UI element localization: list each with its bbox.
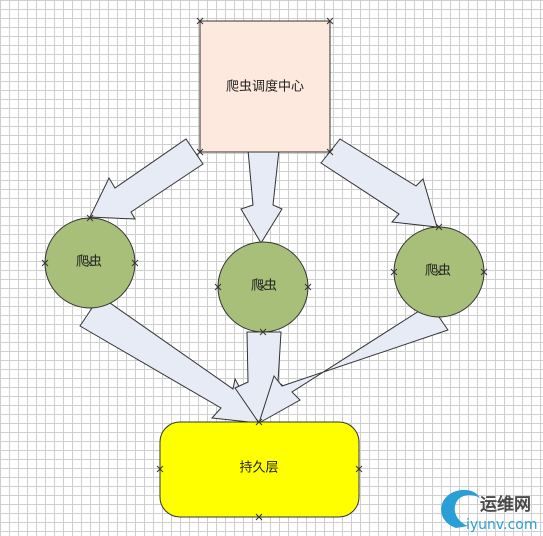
scheduler-label: 爬虫调度中心 (226, 79, 304, 95)
arrow-scheduler-to-crawler-right (320, 138, 438, 228)
arrow-scheduler-to-crawler-left (89, 138, 204, 220)
watermark-brand: 运维网 (480, 494, 531, 515)
scheduler-node[interactable] (199, 20, 331, 153)
persistence-label: 持久层 (239, 461, 278, 476)
watermark: 运维网 iyunv.com (441, 489, 537, 533)
connection-markers (41, 17, 488, 521)
arrow-scheduler-to-crawler-middle (240, 149, 283, 244)
arrow-crawler-right-to-persistence (258, 303, 449, 425)
watermark-swirl-icon (441, 489, 480, 528)
watermark-domain: iyunv.com (466, 517, 537, 533)
